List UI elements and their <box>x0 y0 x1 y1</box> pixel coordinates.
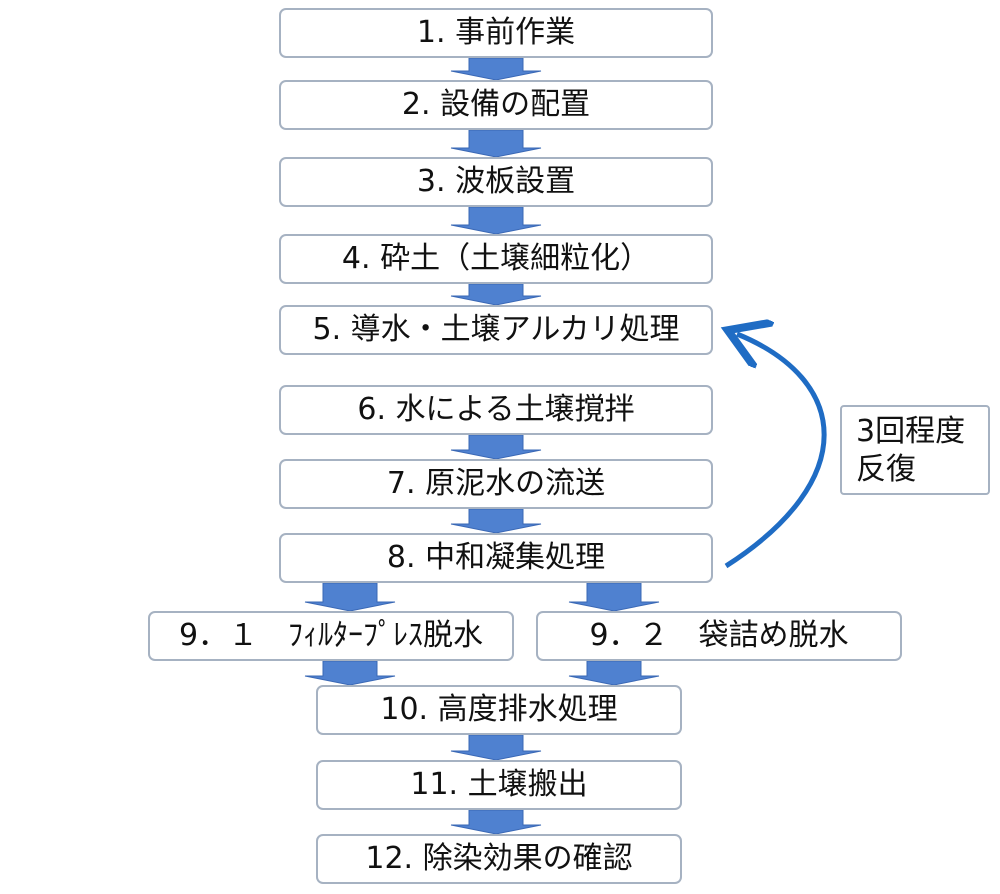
step-8-label: 8. 中和凝集処理 <box>386 540 606 575</box>
step-4-label: 4. 砕土（土壌細粒化） <box>341 241 651 276</box>
step-6-box: 6. 水による土壌撹拌 <box>279 385 713 435</box>
step-9-2-box: 9．２ 袋詰め脱水 <box>536 611 902 661</box>
down-arrows <box>304 57 660 835</box>
step-9-1-label: 9．１ ﾌｨﾙﾀｰﾌﾟﾚｽ脱水 <box>178 618 484 653</box>
step-11-label: 11. 土壌搬出 <box>410 767 588 802</box>
arrow-3-4 <box>450 206 542 235</box>
step-8-box: 8. 中和凝集処理 <box>279 533 713 583</box>
arrow-10-11 <box>450 734 542 761</box>
arrow-8-9-1 <box>304 582 396 612</box>
arrow-9-1-10 <box>304 660 396 686</box>
step-1-box: 1. 事前作業 <box>279 8 713 58</box>
step-12-label: 12. 除染効果の確認 <box>365 841 633 876</box>
arrow-9-2-10 <box>568 660 660 686</box>
arrow-11-12 <box>450 809 542 835</box>
arrow-8-9-2 <box>568 582 660 612</box>
step-6-label: 6. 水による土壌撹拌 <box>357 392 635 427</box>
step-12-box: 12. 除染効果の確認 <box>316 834 682 884</box>
arrow-7-8 <box>450 508 542 534</box>
step-7-label: 7. 原泥水の流送 <box>386 466 606 501</box>
step-5-box: 5. 導水・土壌アルカリ処理 <box>279 305 713 355</box>
repeat-note-box: 3回程度 反復 <box>840 405 990 495</box>
step-2-box: 2. 設備の配置 <box>279 80 713 130</box>
repeat-note-line2: 反復 <box>856 452 916 487</box>
arrow-6-7 <box>450 434 542 460</box>
step-7-box: 7. 原泥水の流送 <box>279 459 713 509</box>
step-1-label: 1. 事前作業 <box>416 15 576 50</box>
step-3-label: 3. 波板設置 <box>416 164 576 199</box>
step-5-label: 5. 導水・土壌アルカリ処理 <box>312 312 680 347</box>
step-9-2-label: 9．２ 袋詰め脱水 <box>589 618 849 653</box>
arrow-4-5 <box>450 283 542 306</box>
step-11-box: 11. 土壌搬出 <box>316 760 682 810</box>
step-10-box: 10. 高度排水処理 <box>316 685 682 735</box>
arrow-2-3 <box>450 129 542 158</box>
step-2-label: 2. 設備の配置 <box>401 87 591 122</box>
step-4-box: 4. 砕土（土壌細粒化） <box>279 234 713 284</box>
step-3-box: 3. 波板設置 <box>279 157 713 207</box>
repeat-note-line1: 3回程度 <box>856 414 966 449</box>
step-9-1-box: 9．１ ﾌｨﾙﾀｰﾌﾟﾚｽ脱水 <box>148 611 514 661</box>
repeat-loop-arrow <box>726 334 827 569</box>
step-10-label: 10. 高度排水処理 <box>380 692 618 727</box>
arrow-1-2 <box>450 57 542 81</box>
